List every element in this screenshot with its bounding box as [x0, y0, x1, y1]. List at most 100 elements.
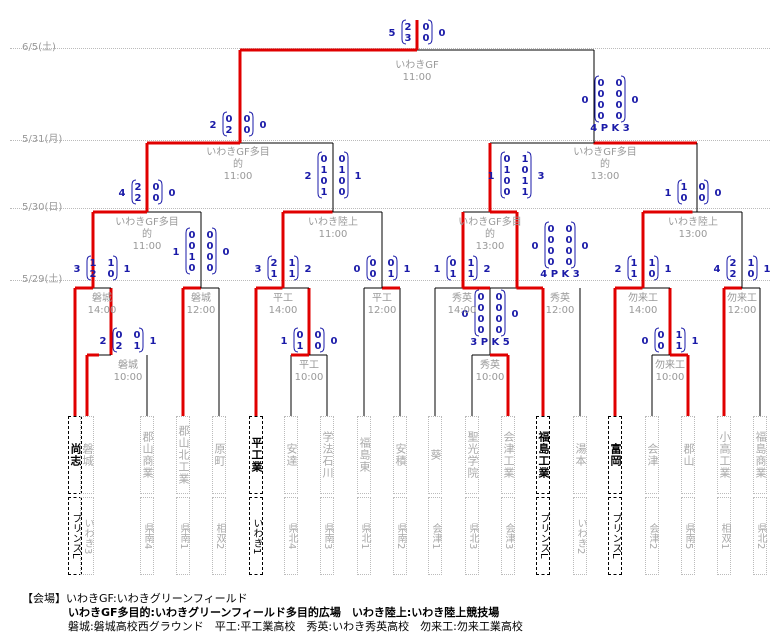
period-score: 0: [658, 330, 665, 341]
score-bracket: [401, 19, 407, 45]
team-name: 富岡: [608, 416, 622, 494]
score-bracket: [677, 179, 683, 205]
period-score: 2: [135, 193, 142, 204]
venue-time: 12:00: [367, 305, 397, 316]
venue-name: いわきGF多目的: [458, 217, 522, 240]
venue-time: 10:00: [475, 372, 505, 383]
period-score: 2: [135, 182, 142, 193]
score-bracket: [317, 151, 323, 199]
period-score: 0: [116, 330, 123, 341]
total-score: 1: [488, 171, 495, 182]
score-bracket: [267, 255, 273, 281]
period-score: 0: [548, 235, 555, 246]
period-score: 0: [566, 224, 573, 235]
score-bracket: [544, 221, 550, 269]
team-seed: 会津1: [428, 497, 442, 575]
score-bracket: [654, 327, 660, 353]
period-score: 1: [522, 176, 529, 187]
period-score: 3: [405, 33, 412, 44]
period-score: 1: [649, 258, 656, 269]
total-score: 0: [582, 95, 589, 106]
team-name: 尚志: [68, 416, 82, 494]
period-score: 0: [504, 176, 511, 187]
period-score: 0: [207, 241, 214, 252]
period-score: 0: [522, 165, 529, 176]
period-score: 2: [90, 269, 97, 280]
score-bracket: [392, 255, 398, 281]
team-name: 福島商業: [753, 416, 767, 494]
total-score: 4: [119, 188, 126, 199]
venue-name: 平工: [299, 360, 319, 371]
period-score: 0: [598, 111, 605, 122]
period-score: 0: [658, 341, 665, 352]
period-score: 0: [321, 176, 328, 187]
total-score: 4: [714, 264, 721, 275]
period-score: 0: [339, 187, 346, 198]
period-score: 0: [504, 154, 511, 165]
team-name: 会津工業: [501, 416, 515, 494]
period-score: 1: [631, 269, 638, 280]
period-score: 0: [616, 78, 623, 89]
team-seed: 会津3: [501, 497, 515, 575]
period-score: 0: [189, 263, 196, 274]
period-score: 1: [504, 165, 511, 176]
total-score: 0: [532, 241, 539, 252]
venue-time: 12:00: [186, 305, 216, 316]
period-score: 0: [370, 258, 377, 269]
venue-name: いわきGF多目的: [206, 147, 270, 170]
team-name: 学法石川: [320, 416, 334, 494]
team-seed: 県南2: [393, 497, 407, 575]
period-score: 0: [478, 325, 485, 336]
legend-line: いわきGF多目的:いわきグリーンフィールド多目的広場 いわき陸上:いわき陸上競技…: [68, 606, 500, 619]
venue-name: いわき陸上: [308, 217, 358, 228]
period-score: 0: [134, 330, 141, 341]
total-score: 0: [582, 241, 589, 252]
period-score: 0: [548, 224, 555, 235]
venue-time: 14:00: [447, 305, 477, 316]
score-bracket: [446, 255, 452, 281]
team-seed: プリンスL: [536, 497, 550, 575]
score-bracket: [222, 111, 228, 137]
period-score: 0: [321, 154, 328, 165]
team-name: 小高工業: [717, 416, 731, 494]
venue-name: 平工: [273, 293, 293, 304]
venue-time: 13:00: [590, 171, 620, 182]
venue-time: 14:00: [628, 305, 658, 316]
team-seed: 県南1: [176, 497, 190, 575]
period-score: 1: [631, 258, 638, 269]
venue-name: 磐城: [118, 360, 138, 371]
period-score: 1: [289, 258, 296, 269]
period-score: 0: [616, 111, 623, 122]
period-score: 0: [496, 325, 503, 336]
team-seed: 会津2: [645, 497, 659, 575]
venue-name: 秀英: [550, 293, 570, 304]
venue-name: 秀英: [452, 293, 472, 304]
total-score: 1: [665, 264, 672, 275]
total-score: 2: [210, 120, 217, 131]
total-score: 2: [615, 264, 622, 275]
period-score: 0: [189, 241, 196, 252]
period-score: 0: [496, 314, 503, 325]
venue-name: いわき陸上: [668, 217, 718, 228]
period-score: 0: [244, 114, 251, 125]
score-bracket: [526, 151, 532, 199]
venue-time: 13:00: [678, 229, 708, 240]
period-score: 0: [504, 187, 511, 198]
score-bracket: [726, 255, 732, 281]
total-score: 0: [169, 188, 176, 199]
total-score: 1: [281, 336, 288, 347]
team-name: 湯本: [573, 416, 587, 494]
score-bracket: [570, 221, 576, 269]
period-score: 1: [676, 341, 683, 352]
venue-name: 勿来工: [628, 293, 658, 304]
period-score: 0: [566, 246, 573, 257]
